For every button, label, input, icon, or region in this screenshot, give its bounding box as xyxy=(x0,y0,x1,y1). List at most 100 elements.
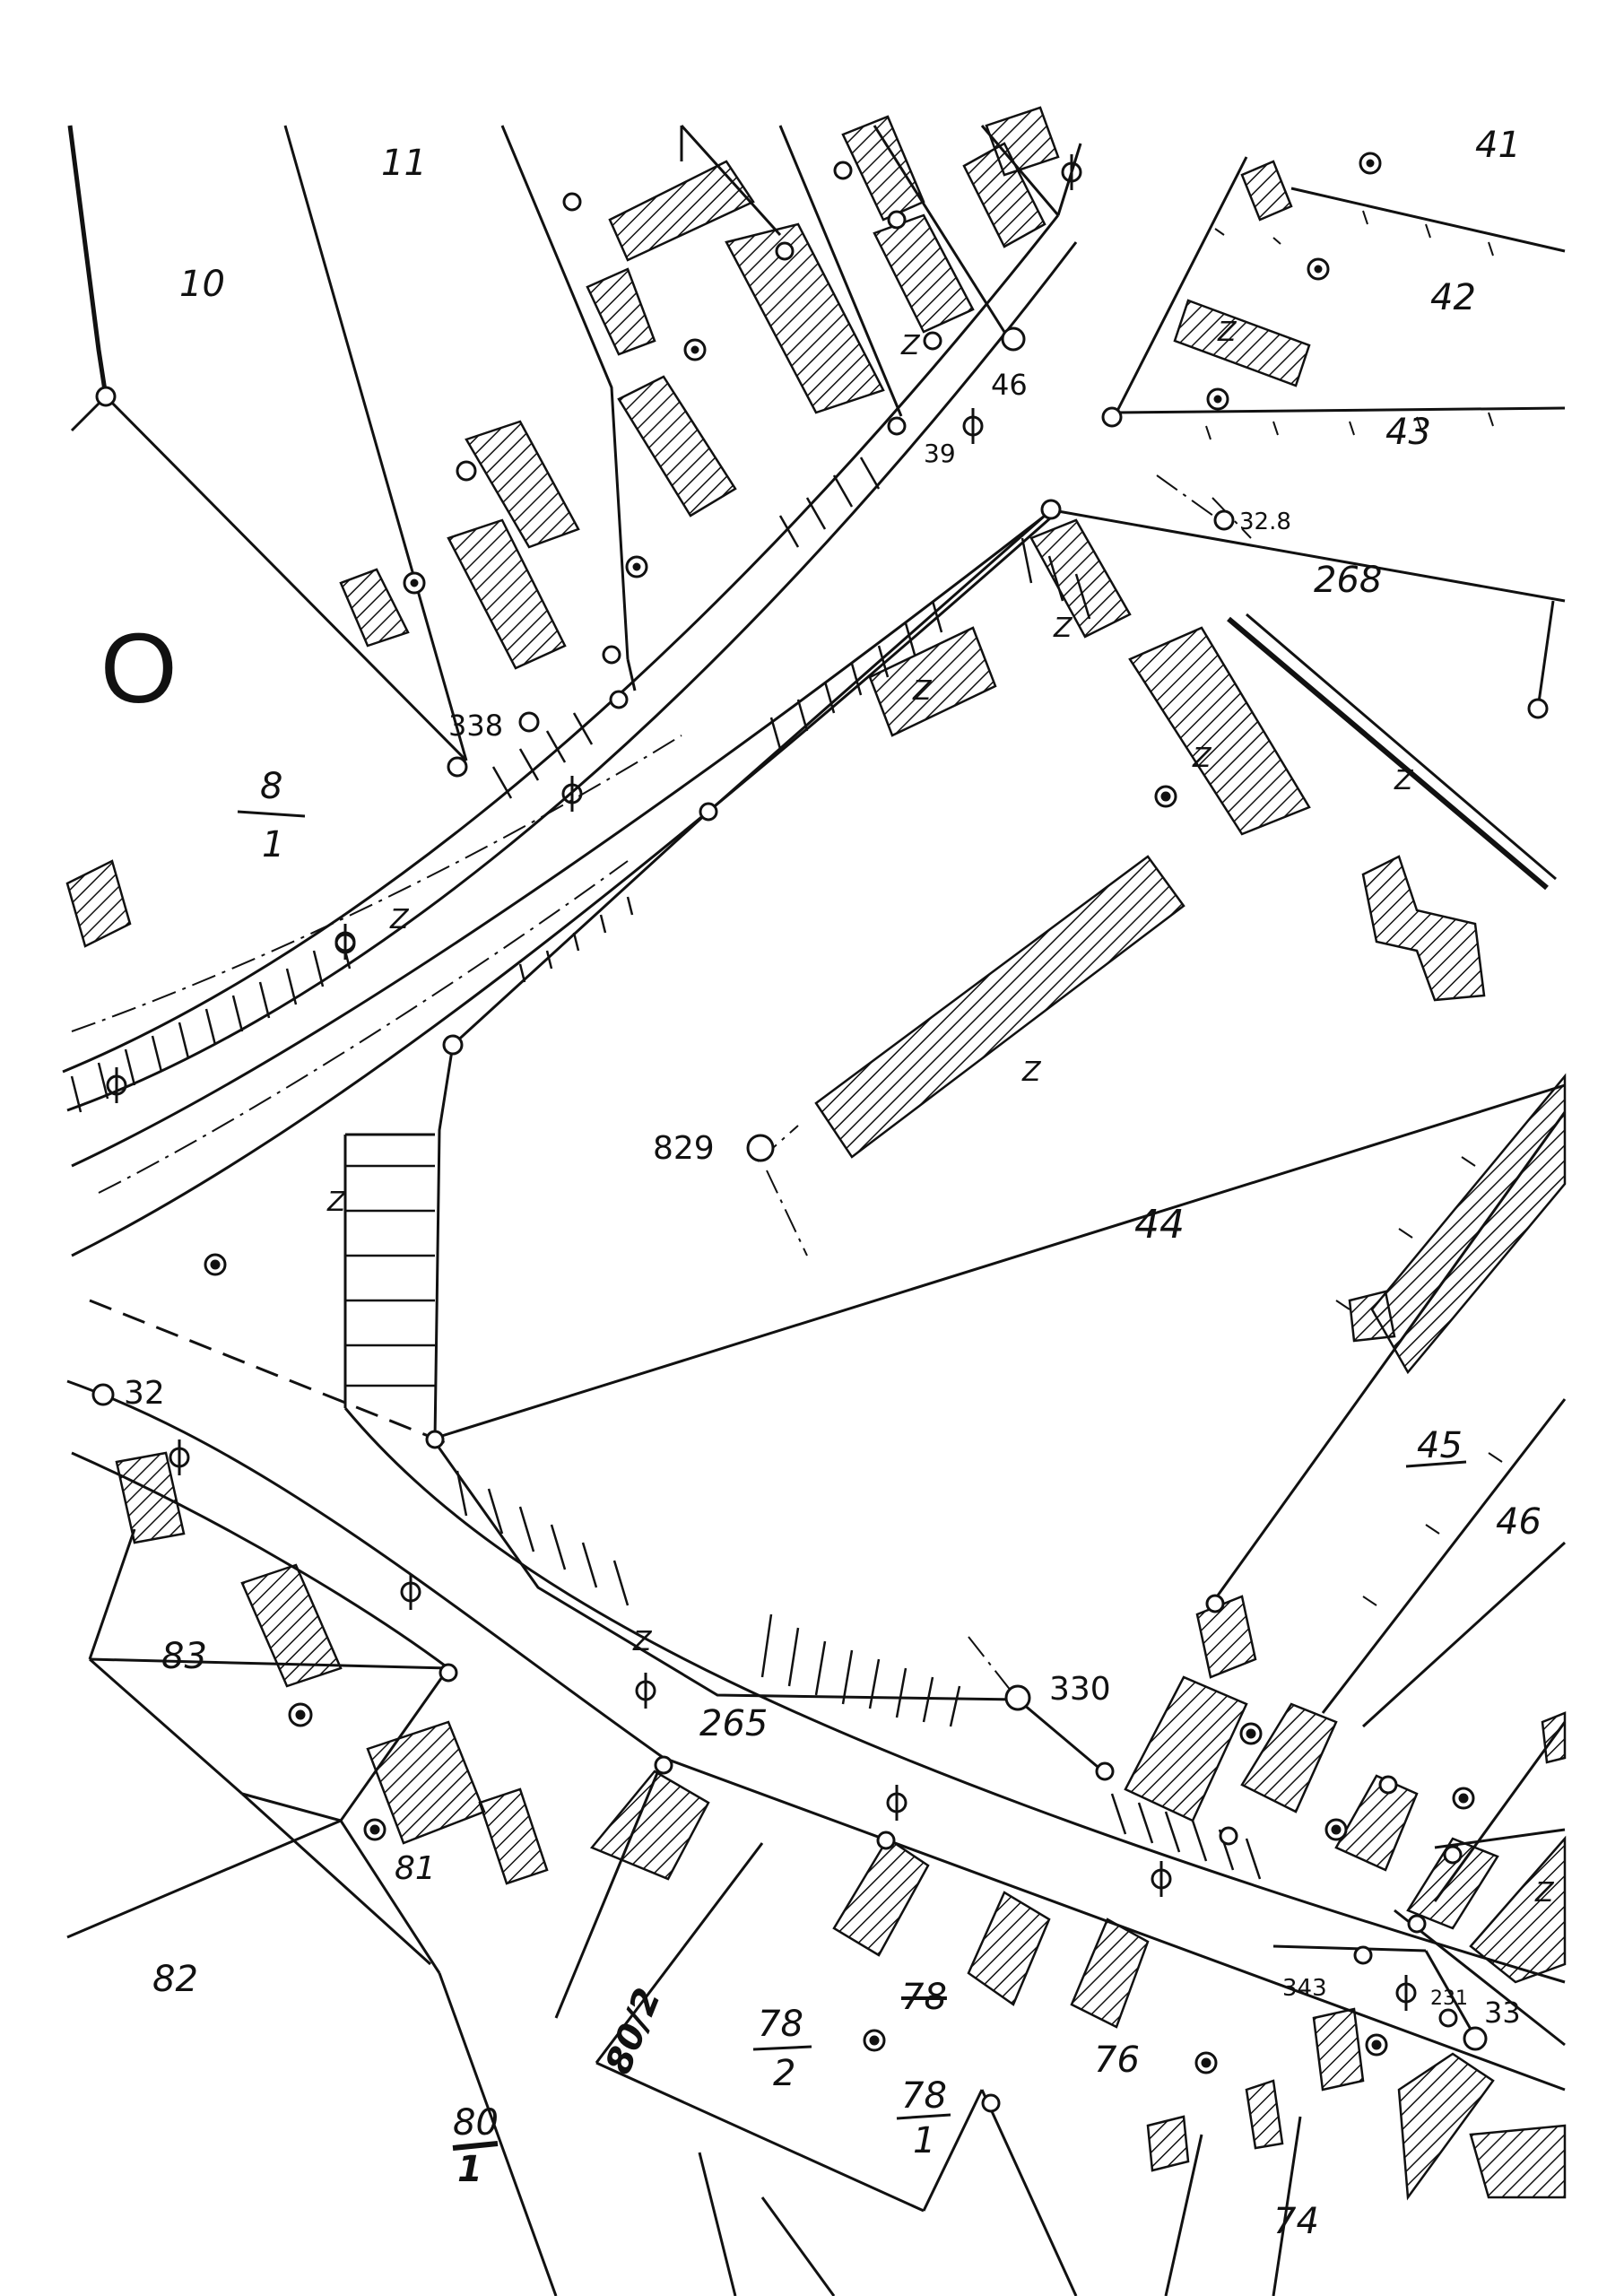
building xyxy=(1173,299,1311,387)
parcel-number: 265 xyxy=(699,1703,768,1744)
building xyxy=(447,518,567,670)
parcel-number: 46 xyxy=(1496,1501,1541,1543)
building-letter: Z xyxy=(1192,743,1212,774)
parcel-number: 80 xyxy=(453,2102,499,2144)
building xyxy=(240,1563,343,1688)
building-letter: Z xyxy=(1217,317,1238,348)
parcel-number: 41 xyxy=(1475,125,1521,166)
building xyxy=(985,106,1060,177)
parcel-number: 81 xyxy=(395,1850,436,1887)
building xyxy=(1195,1595,1257,1679)
boundary-ticks xyxy=(1205,210,1503,1606)
building xyxy=(339,568,410,648)
parcel-number: 10 xyxy=(179,264,225,305)
point-number: 829 xyxy=(653,1130,715,1167)
parcel-number: 45 xyxy=(1417,1425,1463,1466)
point-labels: 338 829 330 32 46 39 32.8 343 231 33 xyxy=(124,368,1521,2030)
building xyxy=(1406,1837,1499,1930)
building-letter: Z xyxy=(1053,613,1073,644)
building xyxy=(1240,1702,1338,1813)
parcel-sub-number: 1 xyxy=(457,2149,482,2190)
parcel-number: 8 xyxy=(260,766,282,807)
building xyxy=(586,267,656,356)
parcel-number: 74 xyxy=(1273,2201,1319,2242)
fraction-bar xyxy=(752,2045,812,2051)
parcel-number: 83 xyxy=(161,1636,207,1677)
building xyxy=(1334,1774,1419,1872)
hydrant-symbols xyxy=(106,154,1417,2011)
point-number: 32.8 xyxy=(1239,509,1291,535)
point-number: 46 xyxy=(991,368,1028,402)
building-letter: Z xyxy=(326,1187,347,1218)
building xyxy=(962,142,1046,248)
building-letter: Z xyxy=(1394,765,1414,796)
fraction-bar xyxy=(896,2113,951,2120)
building-letter: Z xyxy=(912,675,933,707)
building xyxy=(617,375,737,517)
building xyxy=(1128,626,1311,836)
parcel-number: 82 xyxy=(152,1959,198,2000)
parcel-number: 78 xyxy=(901,1977,947,2018)
building xyxy=(1029,518,1132,639)
parcel-number: 268 xyxy=(1314,560,1382,601)
parcel-sub-number: 1 xyxy=(262,824,284,865)
building xyxy=(868,626,997,737)
building-letter: Z xyxy=(389,904,410,935)
parcel-number: 78 xyxy=(758,2004,803,2045)
building-marks: Z Z Z Z Z Z Z Z Z Z Z xyxy=(326,317,1555,1909)
building-letter: Z xyxy=(1534,1877,1555,1909)
point-number: 338 xyxy=(448,709,503,743)
point-number: 343 xyxy=(1282,1975,1327,2002)
building xyxy=(725,222,885,414)
parcel-number: 76 xyxy=(1094,2039,1140,2081)
sheet-letter: O xyxy=(100,613,178,724)
building xyxy=(967,1891,1051,2006)
point-number: 33 xyxy=(1484,1996,1521,2030)
point-number: 231 xyxy=(1430,1987,1468,2010)
building xyxy=(465,420,580,549)
building xyxy=(478,1787,549,1885)
point-number: 330 xyxy=(1049,1671,1111,1708)
buildings xyxy=(65,106,1567,2201)
building xyxy=(1312,2007,1365,2092)
building xyxy=(1469,1835,1567,1984)
wall-line xyxy=(1227,613,1557,891)
fraction-bar xyxy=(452,2141,499,2151)
building xyxy=(814,855,1185,1159)
building-letter: Z xyxy=(1021,1057,1042,1088)
building xyxy=(1245,2079,1284,2150)
parcel-number: 43 xyxy=(1385,412,1431,453)
building xyxy=(873,213,975,334)
building xyxy=(1124,1675,1248,1822)
parcel-number: 11 xyxy=(381,143,427,184)
survey-points xyxy=(91,161,1549,2113)
fraction-bar xyxy=(237,810,306,818)
building xyxy=(1070,1918,1150,2029)
building xyxy=(65,859,132,948)
building xyxy=(115,1451,186,1544)
building xyxy=(1146,2115,1190,2172)
building xyxy=(1469,2124,1567,2199)
fraction-bar xyxy=(1405,1460,1467,1468)
building xyxy=(1541,1711,1567,1764)
building-letter: Z xyxy=(632,1626,653,1657)
point-number: 39 xyxy=(924,439,956,468)
point-number: 32 xyxy=(124,1375,165,1412)
embankment-ticks xyxy=(70,457,1262,1880)
building xyxy=(1397,2052,1495,2201)
building xyxy=(589,1770,710,1881)
building xyxy=(1240,160,1293,222)
building xyxy=(608,160,755,262)
monuments xyxy=(204,152,1475,2074)
parcel-number: 42 xyxy=(1430,277,1476,318)
building xyxy=(841,115,925,222)
parcel-number: 44 xyxy=(1134,1202,1185,1248)
parcel-sub-number: 2 xyxy=(773,2053,795,2094)
building-letter: Z xyxy=(900,330,921,361)
parcel-sub-number: 1 xyxy=(913,2120,935,2161)
parcel-number: 78 xyxy=(901,2075,947,2117)
building xyxy=(1370,1073,1567,1375)
building xyxy=(1361,855,1486,1002)
building xyxy=(832,1837,930,1957)
